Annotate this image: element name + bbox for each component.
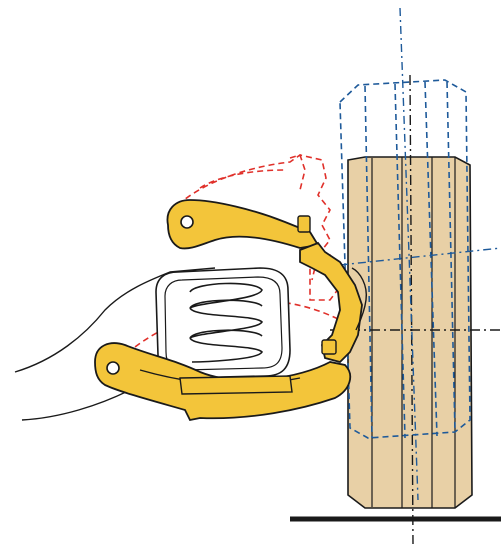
lower-arm-spring-seat [180, 376, 292, 394]
upper-arm-bushing [181, 216, 193, 228]
lower-arm-bushing [107, 362, 119, 374]
upper-ball-joint [298, 216, 310, 232]
lower-ball-joint [322, 340, 336, 354]
